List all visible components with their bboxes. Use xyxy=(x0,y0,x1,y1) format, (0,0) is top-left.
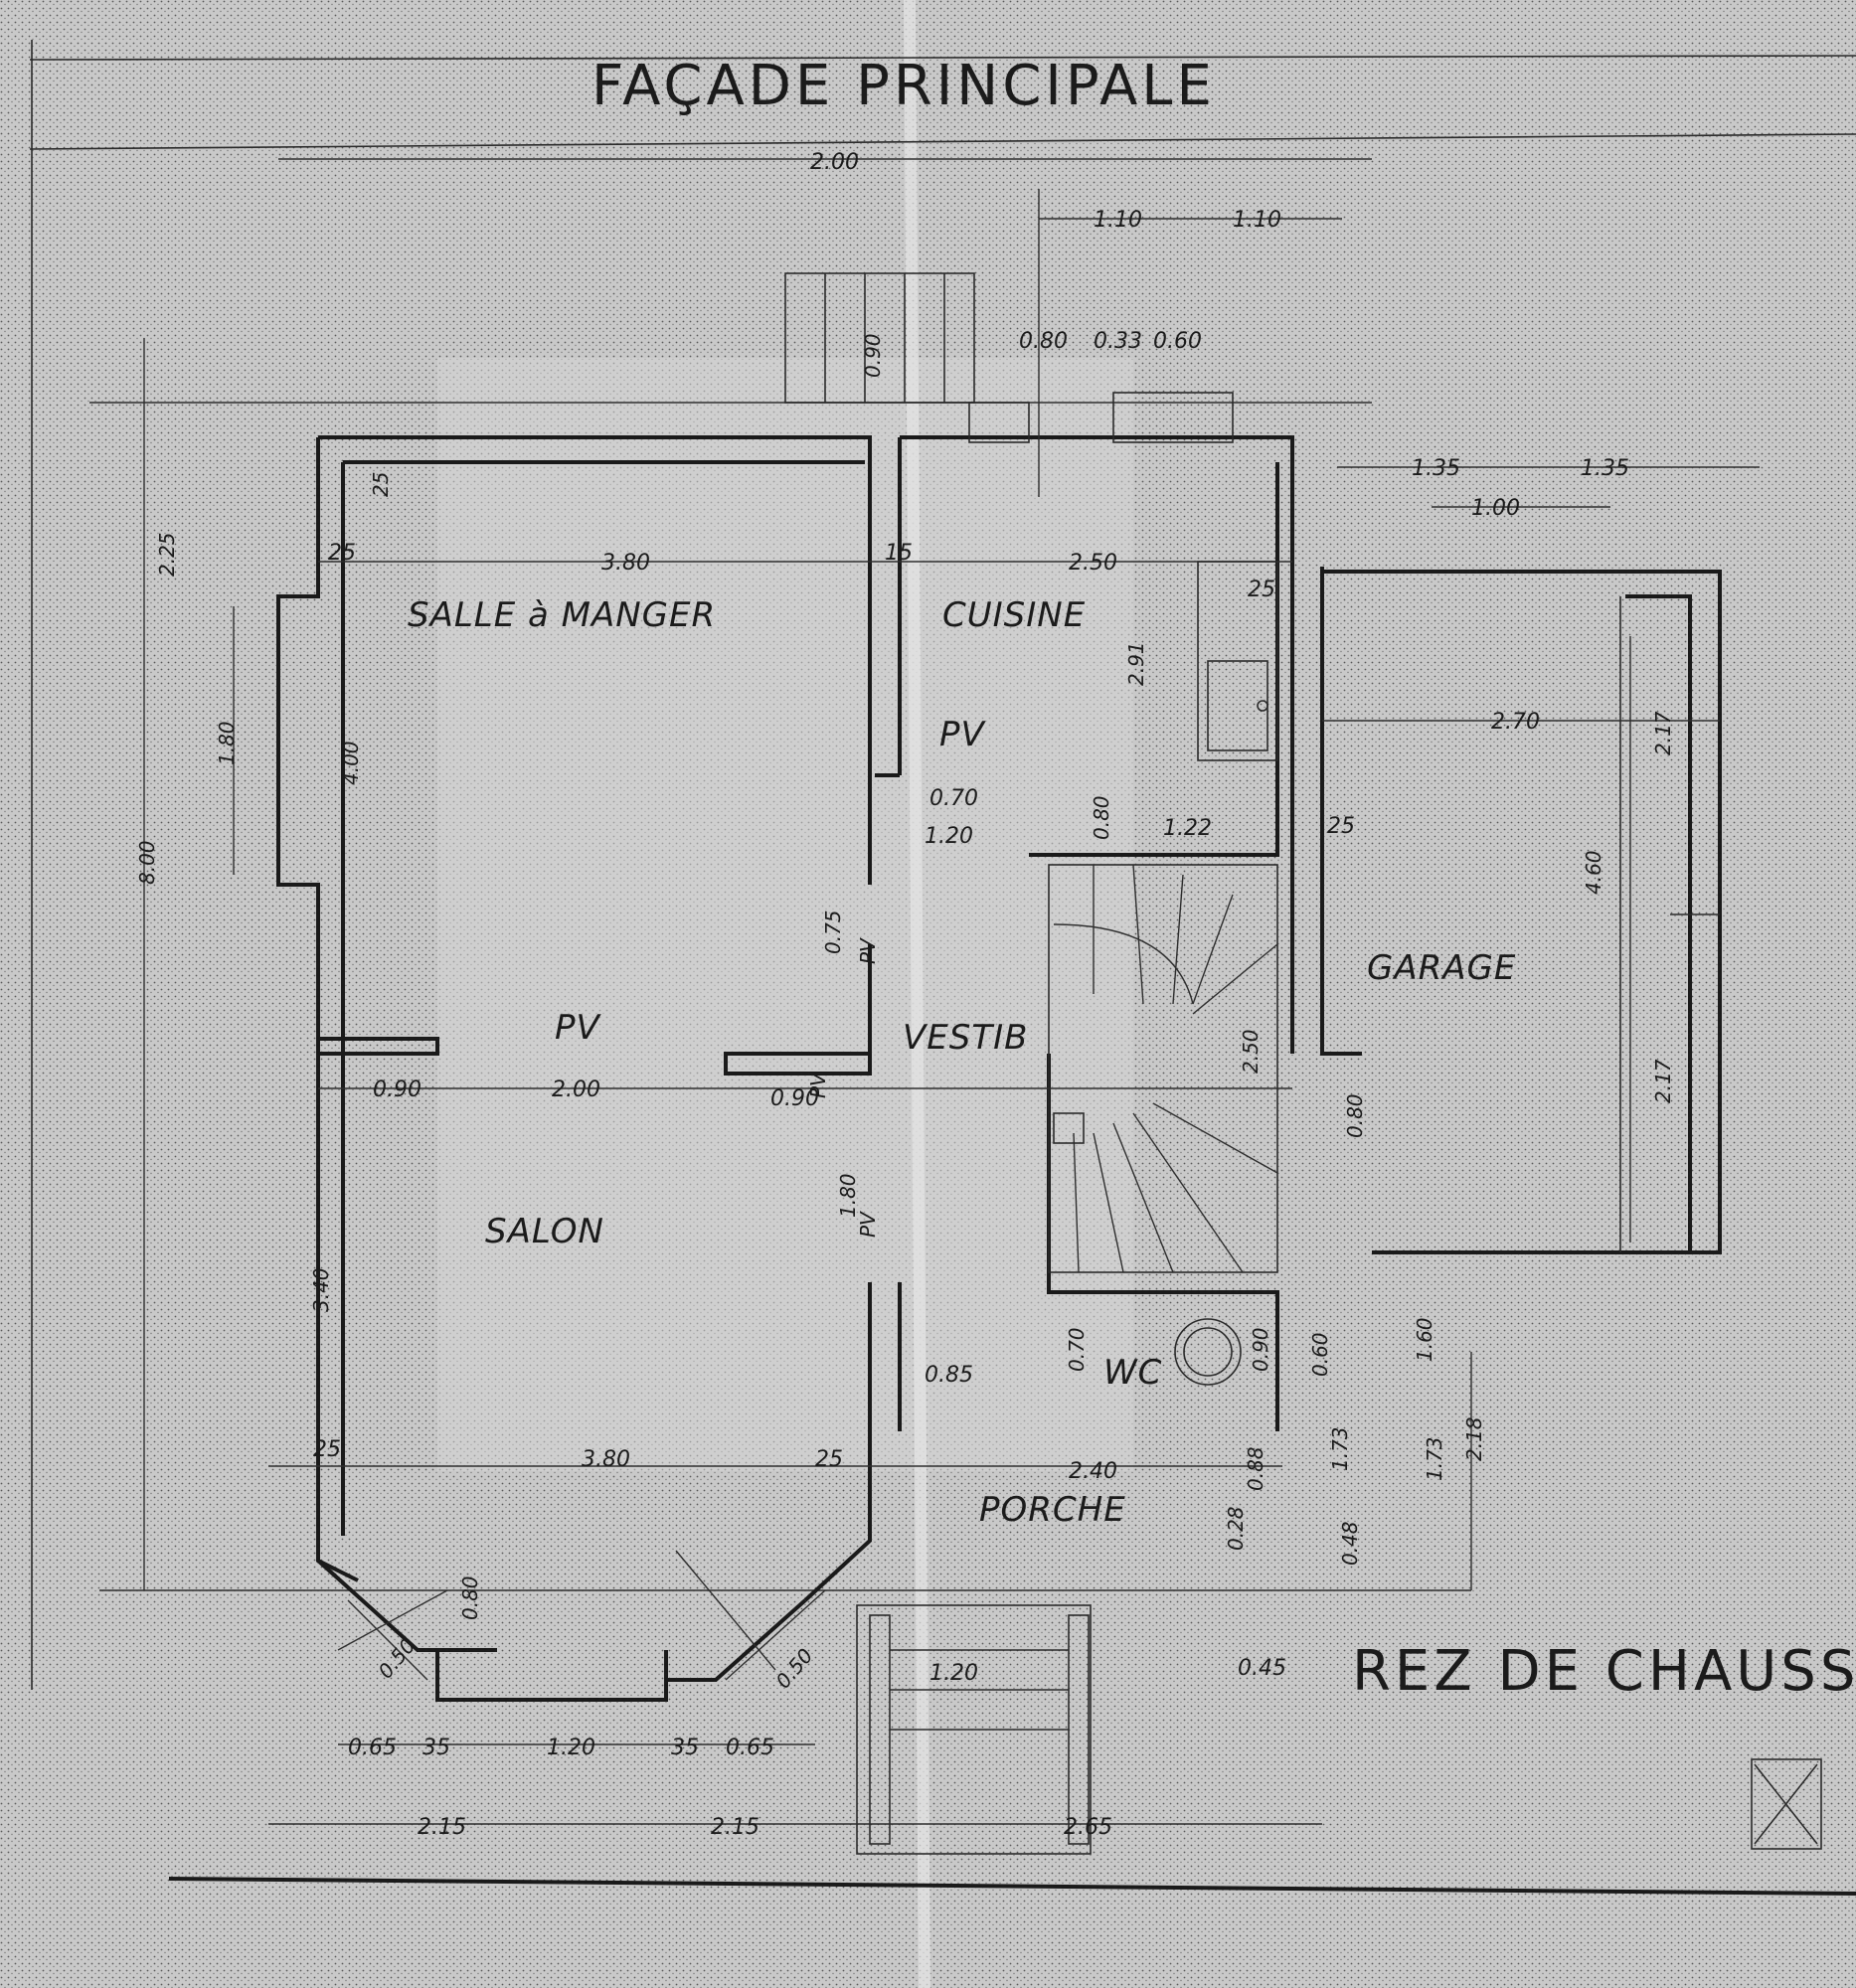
dim-label: 15 xyxy=(885,541,913,566)
dim-label: 0.48 xyxy=(1338,1521,1362,1566)
dim-label: 35 xyxy=(422,1736,450,1760)
dim-label: 25 xyxy=(328,541,356,566)
dim-label: 3.80 xyxy=(582,1447,630,1472)
room-dining: SALLE à MANGER xyxy=(408,595,716,635)
house-walls xyxy=(276,435,1294,1702)
dim-label: 1.20 xyxy=(925,824,973,849)
dim-label: 2.00 xyxy=(552,1077,600,1102)
dim-label: 0.88 xyxy=(1244,1446,1267,1491)
paper-light-patch xyxy=(437,358,1133,1471)
label-pv-vertical-2: PV xyxy=(856,1211,880,1238)
dim-label: 0.65 xyxy=(348,1736,397,1760)
dim-label: 0.80 xyxy=(1019,329,1068,354)
garage-walls xyxy=(1320,567,1722,1254)
dim-label: 0.28 xyxy=(1224,1506,1248,1551)
dim-label: 0.33 xyxy=(1094,329,1142,354)
dim-label: 0.60 xyxy=(1153,329,1202,354)
room-garage: GARAGE xyxy=(1367,948,1516,988)
dimension-lines xyxy=(143,158,1760,1825)
dim-label: 2.50 xyxy=(1239,1029,1263,1074)
dim-label: 0.60 xyxy=(1308,1332,1332,1377)
dim-label: 25 xyxy=(1248,578,1275,602)
wc-fixture xyxy=(1174,1318,1242,1386)
dim-label: 1.80 xyxy=(836,1173,860,1218)
dim-label: 2.50 xyxy=(1069,551,1117,576)
dim-label: 0.90 xyxy=(861,333,885,378)
dim-label: 0.80 xyxy=(1343,1093,1367,1138)
title-facade: FAÇADE PRINCIPALE xyxy=(591,54,1216,118)
dim-label: 1.10 xyxy=(1233,208,1281,233)
stamp-box xyxy=(1751,1758,1822,1850)
dim-label: 2.15 xyxy=(711,1815,759,1840)
dim-label: 2.15 xyxy=(418,1815,466,1840)
label-pv-vertical-1: PV xyxy=(856,937,880,964)
dim-label: 0.70 xyxy=(1065,1327,1089,1372)
dim-label: 0.85 xyxy=(925,1363,973,1388)
dim-label: 0.45 xyxy=(1238,1656,1286,1681)
staircase xyxy=(1048,864,1278,1273)
dim-label: 0.90 xyxy=(1249,1327,1272,1372)
dim-label: 2.40 xyxy=(1069,1459,1117,1484)
dim-label: 2.17 xyxy=(1651,711,1675,755)
porch-steps xyxy=(856,1604,1092,1855)
sheet-frame xyxy=(29,40,1856,1896)
dim-label: 25 xyxy=(1327,814,1355,839)
dim-label: 1.22 xyxy=(1163,816,1212,841)
dim-label: 2.70 xyxy=(1491,710,1540,735)
dim-label: 3.40 xyxy=(309,1267,333,1312)
title-ground-floor: REZ DE CHAUSSÉ xyxy=(1352,1639,1856,1704)
dim-label: 2.18 xyxy=(1462,1416,1486,1461)
dim-label: 0.75 xyxy=(821,910,845,954)
dim-label: 0.65 xyxy=(726,1736,774,1760)
dim-label: 25 xyxy=(369,472,393,497)
dim-label: 2.91 xyxy=(1124,641,1148,686)
dim-label: 8.00 xyxy=(135,840,159,885)
dim-label: 0.80 xyxy=(458,1575,482,1620)
dim-label: 1.20 xyxy=(929,1661,978,1686)
dim-label: 1.10 xyxy=(1094,208,1142,233)
label-pv-kitchen: PV xyxy=(939,715,987,754)
dim-label: 4.60 xyxy=(1582,850,1605,895)
dim-label: 1.00 xyxy=(1471,496,1520,521)
dim-label: 0.80 xyxy=(1090,795,1113,840)
label-pv-salon: PV xyxy=(555,1008,602,1048)
dim-label: 1.80 xyxy=(215,721,239,765)
room-living: SALON xyxy=(485,1212,604,1251)
bay-window xyxy=(337,1550,826,1681)
dim-label: 4.00 xyxy=(339,741,363,785)
dim-label: 1.73 xyxy=(1328,1426,1352,1471)
dim-label: 2.17 xyxy=(1651,1059,1675,1103)
dim-label: 1.35 xyxy=(1412,456,1460,481)
dim-label: 1.60 xyxy=(1413,1317,1436,1362)
dim-label: 2.25 xyxy=(155,532,179,577)
dim-label: 1.20 xyxy=(547,1736,595,1760)
stamp-cross xyxy=(1754,1763,1818,1845)
dim-label: 1.73 xyxy=(1423,1436,1446,1481)
room-wc: WC xyxy=(1103,1353,1162,1393)
dim-label: 2.65 xyxy=(1064,1815,1112,1840)
dim-label: 25 xyxy=(815,1447,843,1472)
rear-steps xyxy=(784,272,1234,443)
dim-label: 2.00 xyxy=(810,150,859,175)
paper-fold xyxy=(904,0,930,1988)
dim-label: 0.90 xyxy=(373,1077,422,1102)
dim-label: 25 xyxy=(313,1437,341,1462)
dim-label: 0.70 xyxy=(929,786,978,811)
dim-label: 35 xyxy=(671,1736,699,1760)
dim-label: 3.80 xyxy=(601,551,650,576)
dim-label: 0.90 xyxy=(770,1086,819,1111)
room-vestibule: VESTIB xyxy=(903,1018,1028,1058)
label-pv-vertical-3: PV xyxy=(806,1072,830,1098)
dim-label: 1.35 xyxy=(1581,456,1629,481)
room-kitchen: CUISINE xyxy=(942,595,1086,635)
room-porch: PORCHE xyxy=(979,1490,1126,1530)
